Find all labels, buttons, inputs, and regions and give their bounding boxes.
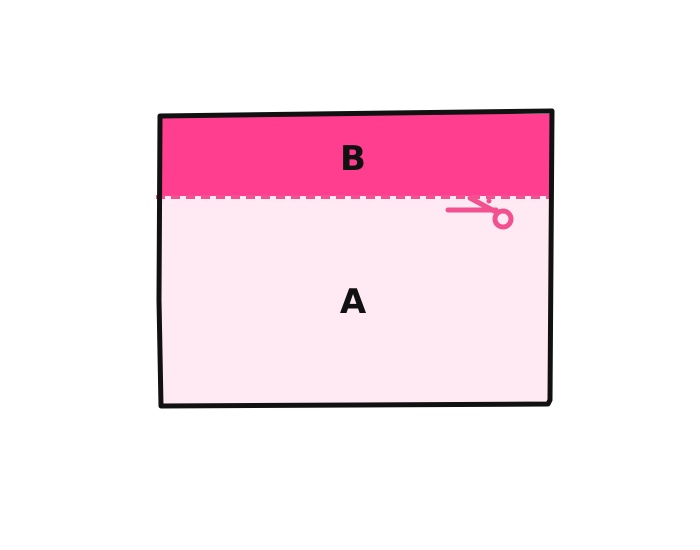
scissors-icon — [445, 195, 514, 230]
section-b-region — [160, 114, 550, 196]
section-b-label: B — [340, 139, 366, 179]
section-a-label: A — [340, 282, 367, 322]
sheet-outline — [156, 108, 555, 409]
section-a-region — [160, 196, 550, 404]
